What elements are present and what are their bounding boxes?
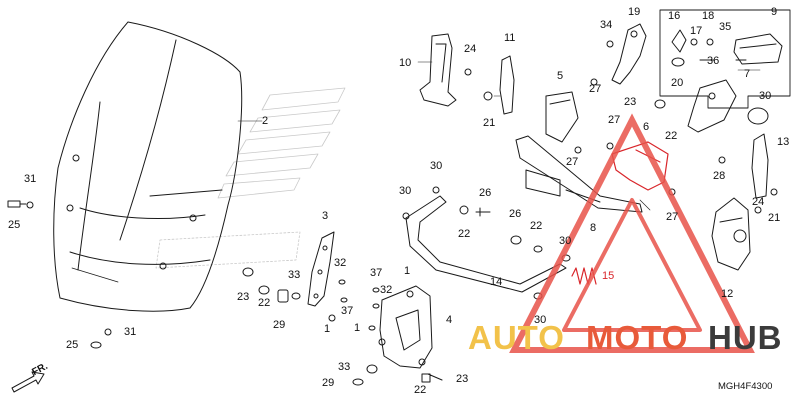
- callout-28: 28: [713, 170, 726, 182]
- arm-part-19: [611, 23, 647, 85]
- direction-arrow-icon: [11, 371, 45, 393]
- callout-11: 11: [504, 32, 516, 44]
- callout-30: 30: [534, 314, 547, 326]
- callout-7: 7: [744, 68, 751, 80]
- screw-31-25-upper: [7, 200, 34, 209]
- callout-20: 20: [671, 77, 684, 89]
- callout-35: 35: [719, 21, 732, 33]
- callout-24: 24: [464, 43, 477, 55]
- callout-15: 15: [602, 270, 615, 282]
- bracket-part-12: [711, 197, 751, 271]
- callout-6: 6: [643, 121, 650, 133]
- callout-27: 27: [566, 156, 579, 168]
- callout-16: 16: [668, 10, 681, 22]
- callout-9: 9: [771, 6, 778, 18]
- callout-21: 21: [768, 212, 781, 224]
- callout-14: 14: [490, 276, 503, 288]
- windscreen-part: [53, 21, 243, 312]
- callout-12: 12: [721, 288, 734, 300]
- callout-23: 23: [624, 96, 637, 108]
- callout-26: 26: [509, 208, 522, 220]
- callout-22: 22: [458, 228, 471, 240]
- callout-24: 24: [752, 196, 765, 208]
- callout-10: 10: [399, 57, 412, 69]
- callout-27: 27: [589, 83, 602, 95]
- callout-23: 23: [237, 291, 250, 303]
- callout-26: 26: [479, 187, 492, 199]
- stay-bracket-part: [307, 231, 335, 307]
- callout-37: 37: [341, 305, 354, 317]
- callout-8: 8: [590, 222, 597, 234]
- callout-22: 22: [258, 297, 271, 309]
- callout-31: 31: [124, 326, 137, 338]
- lever-small-parts: [671, 29, 747, 67]
- leader-lines: [237, 61, 761, 211]
- callout-32: 32: [380, 284, 393, 296]
- watermark-text-auto: AUTO: [468, 319, 565, 356]
- callout-36: 36: [707, 55, 720, 67]
- watermark-text-hub: HUB: [708, 319, 783, 356]
- screw-31-25-lower: [90, 328, 112, 349]
- lever-knob-part-9: [733, 33, 783, 65]
- callout-30: 30: [399, 185, 412, 197]
- callout-22: 22: [414, 384, 427, 396]
- callout-34: 34: [600, 19, 613, 31]
- callout-22: 22: [530, 220, 543, 232]
- bolt-23-lower: [421, 373, 443, 383]
- pipe-part-14: [405, 195, 567, 293]
- cover-part-6: [611, 141, 669, 191]
- callout-33: 33: [338, 361, 351, 373]
- callout-31: 31: [24, 173, 37, 185]
- callout-30: 30: [430, 160, 443, 172]
- callout-1: 1: [354, 322, 361, 334]
- callout-25: 25: [8, 219, 21, 231]
- callout-18: 18: [702, 10, 715, 22]
- callout-21: 21: [483, 117, 496, 129]
- slider-rail-13: [751, 133, 769, 199]
- callout-3: 3: [322, 210, 329, 222]
- callout-2: 2: [262, 115, 269, 127]
- callout-37: 37: [370, 267, 383, 279]
- watermark-text-moto: MOTO: [586, 319, 689, 356]
- bracket-part-5: [545, 91, 579, 143]
- reference-code: MGH4F4300: [718, 381, 773, 392]
- honda-wing-logo: [155, 87, 346, 269]
- callout-23: 23: [456, 373, 469, 385]
- spring-part-15: [571, 267, 597, 285]
- callout-13: 13: [777, 136, 790, 148]
- callout-29: 29: [273, 319, 286, 331]
- callout-30: 30: [759, 90, 772, 102]
- arm-part-10: [419, 33, 457, 107]
- watermark-triangle: [509, 113, 755, 353]
- callout-1: 1: [404, 265, 411, 277]
- callout-5: 5: [557, 70, 564, 82]
- callout-25: 25: [66, 339, 79, 351]
- washer-hardware: [242, 267, 380, 386]
- callout-19: 19: [628, 6, 641, 18]
- callout-32: 32: [334, 257, 347, 269]
- plate-bracket-part: [378, 285, 433, 369]
- lever-housing-part: [687, 79, 769, 133]
- callout-33: 33: [288, 269, 301, 281]
- callout-30: 30: [559, 235, 572, 247]
- callout-22: 22: [665, 130, 678, 142]
- callout-27: 27: [666, 211, 679, 223]
- callout-1: 1: [324, 323, 331, 335]
- callout-29: 29: [322, 377, 335, 389]
- slider-rail-11: [499, 55, 515, 115]
- callout-27: 27: [608, 114, 621, 126]
- bracket-part-8: [515, 135, 643, 213]
- callout-17: 17: [690, 25, 703, 37]
- lever-assembly-frame: [659, 9, 791, 109]
- callout-4: 4: [446, 314, 453, 326]
